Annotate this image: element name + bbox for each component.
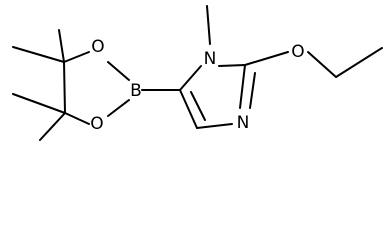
bond-c4-c5	[179, 89, 198, 129]
chemical-structure: B O O N N O	[12, 5, 383, 141]
bond-n1-c2	[218, 64, 246, 67]
bond-n3-c4	[196, 123, 233, 129]
bond-c2-n3-double	[249, 72, 256, 109]
bond-c2-n3	[239, 64, 246, 109]
bond-methyl-2	[12, 46, 65, 63]
bond-c4-c5-double	[190, 91, 206, 121]
atom-nitrogen-ring: N	[237, 113, 250, 133]
bond-c5-n1	[179, 65, 202, 91]
atom-boron: B	[130, 81, 142, 101]
bond-methyl-4	[39, 112, 66, 141]
bond-o-ch2	[307, 51, 337, 78]
atom-nitrogen-methyl: N	[204, 49, 217, 69]
bond-b-o-lower	[107, 99, 130, 117]
bond-n1-methyl	[206, 5, 211, 45]
bond-methyl-1	[58, 29, 65, 63]
bond-ch2-ch3	[335, 47, 383, 78]
bond-c2-o-ethoxy	[244, 51, 289, 66]
structure-canvas: B O O N N O	[12, 5, 383, 141]
bond-b-o-upper	[107, 61, 130, 81]
bond-o-lower-c	[64, 112, 90, 125]
atom-oxygen-lower: O	[90, 114, 103, 134]
atom-oxygen-upper: O	[91, 37, 104, 57]
bond-methyl-3	[12, 93, 66, 114]
atom-oxygen-ethoxy: O	[291, 42, 304, 62]
bond-c-c-ring	[63, 61, 66, 114]
bond-o-upper-c	[63, 51, 90, 63]
